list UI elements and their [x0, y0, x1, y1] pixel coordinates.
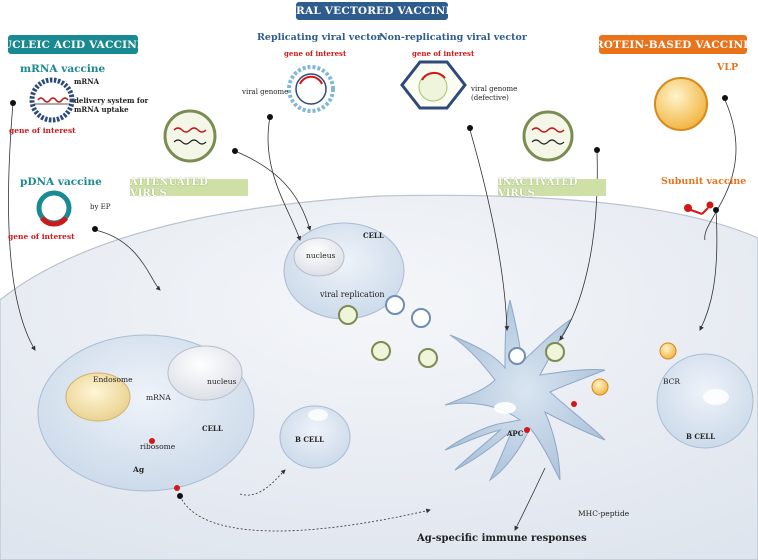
mhc-peptide-label: MHC-peptide	[578, 509, 630, 518]
ribosome-label: ribosome	[140, 442, 176, 451]
vlp-label: VLP	[717, 62, 739, 73]
attenuated-virus-particle	[163, 109, 217, 163]
header-protein-based: PROTEIN-BASED VACCINES	[587, 35, 758, 54]
nonrep-gene-label: gene of interest	[412, 49, 475, 58]
attenuated-virus-label: ATTENUATED VIRUS	[130, 177, 248, 199]
delivery-label-1: delivery system for	[74, 96, 149, 105]
viral-replication-label: viral replication	[320, 290, 385, 299]
bcr-label: BCR	[663, 377, 681, 386]
mrna-vaccine-particle	[29, 77, 75, 123]
mrna-label: mRNA	[74, 77, 100, 86]
small-b-cell-label: B CELL	[295, 435, 325, 444]
left-nucleus-label: nucleus	[207, 377, 237, 386]
left-mrna-label: mRNA	[146, 393, 171, 402]
nonreplicating-vector-particle	[400, 60, 467, 110]
mrna-vaccine-title: mRNA vaccine	[20, 63, 106, 75]
vlp-particle	[654, 77, 708, 131]
center-cell-label: CELL	[363, 231, 384, 240]
center-nucleus-label: nucleus	[306, 251, 336, 260]
replicating-genome-label: viral genome	[242, 88, 289, 96]
center-nucleus	[293, 237, 345, 277]
delivery-label-2: mRNA uptake	[74, 105, 129, 114]
nonrep-vector-title: Non-replicating viral vector	[379, 32, 527, 43]
immune-responses-label: Ag-specific immune responses	[417, 533, 587, 544]
pdna-vaccine-title: pDNA vaccine	[20, 176, 102, 188]
endosome	[65, 372, 131, 422]
small-b-cell	[279, 405, 351, 469]
apc-cell	[444, 299, 606, 482]
left-cell-label: CELL	[202, 424, 223, 433]
header-viral-vectored: VIRAL VECTORED VACCINES	[283, 2, 461, 20]
replicating-vector-title: Replicating viral vector	[257, 32, 382, 43]
header-nucleic-acid: NUCLEIC ACID VACCINES	[0, 35, 153, 54]
gene-of-interest-mrna: gene of interest	[9, 126, 76, 135]
left-nucleus	[167, 345, 243, 401]
inactivated-virus-particle	[522, 110, 574, 162]
ag-label: Ag	[133, 465, 145, 474]
apc-label: APC	[507, 429, 524, 438]
replicating-vector-particle	[287, 65, 335, 113]
nonrep-genome-label-2: (defective)	[471, 94, 509, 102]
by-ep-label: by EP	[90, 203, 111, 211]
inactivated-virus-label: INACTIVATED VIRUS	[498, 177, 606, 199]
endosome-label: Endosome	[93, 375, 133, 384]
subunit-label: Subunit vaccine	[661, 176, 747, 187]
pdna-plasmid	[36, 190, 72, 227]
replicating-gene-label: gene of interest	[284, 49, 347, 58]
nonrep-genome-label-1: viral genome	[471, 85, 518, 93]
virus-particles-near-apc	[338, 295, 677, 396]
subunit-antigen	[684, 201, 714, 215]
gene-of-interest-pdna: gene of interest	[8, 232, 75, 241]
right-b-cell-label: B CELL	[686, 432, 716, 441]
